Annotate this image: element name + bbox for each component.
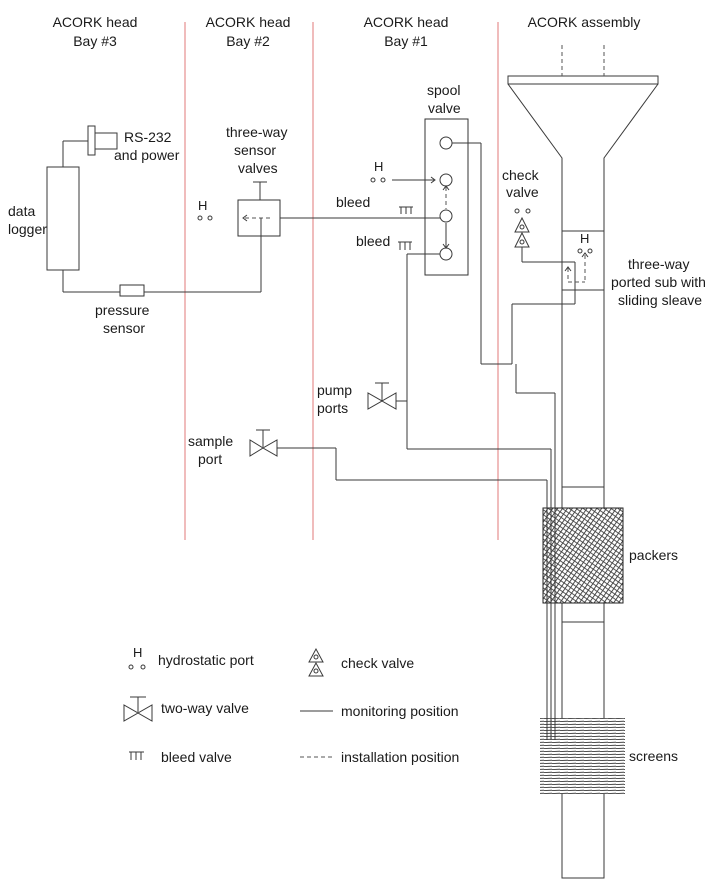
legend-installation-position: installation position xyxy=(300,749,459,765)
packers-label: packers xyxy=(629,547,678,563)
check-valve-label-1: check xyxy=(502,167,540,183)
header-bay1-line2: Bay #1 xyxy=(384,33,428,49)
pump-ports-label-2: ports xyxy=(317,400,348,416)
spool-valve-label-2: valve xyxy=(428,100,461,116)
svg-text:hydrostatic port: hydrostatic port xyxy=(158,652,254,668)
legend-two-way-valve: two-way valve xyxy=(123,696,249,722)
hydrostatic-port-bay2: H xyxy=(197,198,213,221)
svg-text:two-way valve: two-way valve xyxy=(161,700,249,716)
hydrostatic-port-sub: H xyxy=(564,231,593,283)
header-bay2-line2: Bay #2 xyxy=(226,33,270,49)
data-logger-label-1: data xyxy=(8,203,35,219)
data-logger-label-2: logger xyxy=(8,221,47,237)
bleed-valve-upper xyxy=(399,206,413,214)
sub-label-2: ported sub with xyxy=(611,274,706,290)
header-bay2-line1: ACORK head xyxy=(206,14,291,30)
data-logger-box xyxy=(46,166,80,271)
rs232-label-2: and power xyxy=(114,147,180,163)
sample-port-label-1: sample xyxy=(188,433,233,449)
legend: H hydrostatic port check valve two-way v… xyxy=(123,645,459,765)
legend-monitoring-position: monitoring position xyxy=(300,703,459,719)
sample-port-label-2: port xyxy=(198,451,222,467)
svg-text:bleed valve: bleed valve xyxy=(161,749,232,765)
svg-text:check valve: check valve xyxy=(341,655,414,671)
rs232-label-1: RS-232 xyxy=(124,129,172,145)
legend-bleed-valve: bleed valve xyxy=(129,749,232,765)
bleed-upper-label: bleed xyxy=(336,194,370,210)
rs232-connector xyxy=(62,125,118,167)
sample-port-valve xyxy=(249,429,278,457)
svg-text:H: H xyxy=(198,198,207,213)
three-way-sensor-valve xyxy=(237,181,281,237)
svg-text:monitoring position: monitoring position xyxy=(341,703,459,719)
svg-text:installation position: installation position xyxy=(341,749,459,765)
legend-hydrostatic-port: H hydrostatic port xyxy=(128,645,254,670)
header-bay3-line2: Bay #3 xyxy=(73,33,117,49)
spool-valve xyxy=(424,118,481,276)
acork-casing xyxy=(507,45,659,879)
hydrostatic-port-spool: H xyxy=(370,159,436,184)
sub-label-3: sliding sleave xyxy=(618,292,702,308)
sensor-valves-label-3: valves xyxy=(238,160,278,176)
sensor-valves-label-2: sensor xyxy=(234,142,276,158)
screens-label: screens xyxy=(629,748,678,764)
pressure-sensor xyxy=(119,284,145,297)
pressure-sensor-label-2: sensor xyxy=(103,320,145,336)
svg-text:H: H xyxy=(133,645,142,660)
check-valve-symbol xyxy=(514,208,575,263)
header-assembly: ACORK assembly xyxy=(528,14,641,30)
screens-block xyxy=(540,718,625,794)
bleed-lower-label: bleed xyxy=(356,233,390,249)
svg-text:H: H xyxy=(374,159,383,174)
legend-check-valve: check valve xyxy=(308,647,414,677)
sensor-valves-label-1: three-way xyxy=(226,124,287,140)
spool-valve-label-1: spool xyxy=(427,82,460,98)
svg-text:H: H xyxy=(580,231,589,246)
header-bay1-line1: ACORK head xyxy=(364,14,449,30)
header-bay3-line1: ACORK head xyxy=(53,14,138,30)
packers-block xyxy=(542,507,624,604)
check-valve-label-2: valve xyxy=(506,184,539,200)
pump-ports-label-1: pump xyxy=(317,382,352,398)
pressure-sensor-label-1: pressure xyxy=(95,302,150,318)
sub-label-1: three-way xyxy=(628,256,689,272)
pump-ports-valve xyxy=(367,382,397,410)
bleed-valve-lower xyxy=(398,241,412,250)
